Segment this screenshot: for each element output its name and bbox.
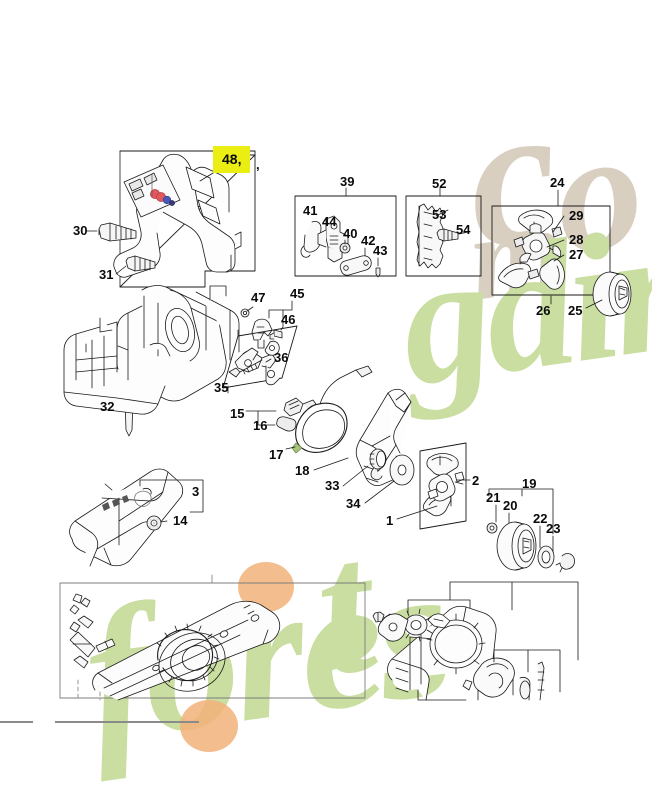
part-rear-screw <box>372 611 385 623</box>
callout-41[interactable]: 41 <box>303 203 318 218</box>
callout-29[interactable]: 29 <box>569 208 584 223</box>
callout-48-highlighted[interactable]: 48, <box>213 146 251 173</box>
callout-25[interactable]: 25 <box>568 303 583 318</box>
part-3-sprocket-cover <box>69 468 184 567</box>
part-25-clutch-drum <box>592 271 632 317</box>
part-21-nut <box>486 522 498 534</box>
callout-2[interactable]: 2 <box>472 473 480 488</box>
part-rear-plate <box>377 613 409 642</box>
callout-30[interactable]: 30 <box>73 223 88 238</box>
callout-14[interactable]: 14 <box>173 513 188 528</box>
part-45-lever <box>251 318 273 349</box>
part-20-clutch-drum <box>496 521 537 571</box>
part-chain-coil <box>156 623 226 692</box>
callout-43[interactable]: 43 <box>373 243 388 258</box>
callout-54[interactable]: 54 <box>456 222 471 237</box>
part-53-saw-chain <box>416 203 444 269</box>
callout-26[interactable]: 26 <box>536 303 551 318</box>
callout-24[interactable]: 24 <box>550 175 565 190</box>
group-1-box <box>419 442 467 530</box>
callout-20[interactable]: 20 <box>503 498 518 513</box>
callout-28[interactable]: 28 <box>569 232 584 247</box>
part-23-clip <box>555 553 576 573</box>
callout-47[interactable]: 47 <box>251 290 266 305</box>
callout-35[interactable]: 35 <box>214 380 229 395</box>
callout-52[interactable]: 52 <box>432 176 447 191</box>
callout-32[interactable]: 32 <box>100 399 115 414</box>
callout-46[interactable]: 46 <box>281 312 296 327</box>
group-rear-housing <box>387 605 497 701</box>
group-engine-housing <box>63 285 240 415</box>
part-14-nut <box>146 515 162 531</box>
callout-16[interactable]: 16 <box>253 418 268 433</box>
footer-rule-main <box>55 721 199 723</box>
part-34-washer <box>389 454 415 486</box>
callout-44[interactable]: 44 <box>322 214 337 229</box>
callout-1[interactable]: 1 <box>386 513 394 528</box>
callout-36[interactable]: 36 <box>274 350 289 365</box>
callout-27[interactable]: 27 <box>569 247 584 262</box>
callout-34[interactable]: 34 <box>346 496 361 511</box>
group-52-box <box>405 187 482 277</box>
part-54-screw <box>436 228 459 242</box>
footer-rule-left <box>0 721 33 723</box>
part-44 <box>317 215 349 263</box>
part-33-spring <box>369 448 387 481</box>
group-bar-box <box>59 574 366 699</box>
part-clutch-spider <box>519 221 562 265</box>
part-bar-mount <box>69 593 116 669</box>
callout-33[interactable]: 33 <box>325 478 340 493</box>
part-rear-cover <box>462 657 515 701</box>
callout-45[interactable]: 45 <box>290 286 305 301</box>
group-24-box <box>491 189 611 296</box>
part-17-oil-hose <box>291 365 373 454</box>
group-39-box <box>294 187 397 277</box>
part-31-screw <box>125 255 156 272</box>
callout-40[interactable]: 40 <box>343 226 358 241</box>
part-42 <box>339 255 372 276</box>
callout-3[interactable]: 3 <box>192 484 200 499</box>
callout-48-mark: , <box>256 157 260 172</box>
callout-18[interactable]: 18 <box>295 463 310 478</box>
callout-42[interactable]: 42 <box>361 233 376 248</box>
callout-21[interactable]: 21 <box>486 490 501 505</box>
callout-23[interactable]: 23 <box>546 521 561 536</box>
part-26-clutch-shoes <box>498 209 565 290</box>
part-oil-pump-shaft <box>228 359 263 378</box>
callout-53[interactable]: 53 <box>432 207 447 222</box>
part-30-screw <box>98 222 137 242</box>
callout-22[interactable]: 22 <box>533 511 548 526</box>
part-oil-pump <box>234 340 281 386</box>
callout-17[interactable]: 17 <box>269 447 284 462</box>
cover-logo <box>102 487 152 511</box>
part-2-clutch <box>422 453 465 517</box>
part-16-grommet <box>276 416 297 432</box>
callout-19[interactable]: 19 <box>522 476 537 491</box>
part-40 <box>339 242 351 254</box>
part-15-oil-line <box>283 397 317 417</box>
callout-31[interactable]: 31 <box>99 267 114 282</box>
callout-15[interactable]: 15 <box>230 406 245 421</box>
part-43 <box>375 267 381 278</box>
part-22-bearing <box>537 545 555 569</box>
part-41 <box>300 220 322 258</box>
callout-39[interactable]: 39 <box>340 174 355 189</box>
group-35-box <box>222 325 298 394</box>
part-46 <box>269 329 283 340</box>
part-rear-springs <box>519 661 545 701</box>
